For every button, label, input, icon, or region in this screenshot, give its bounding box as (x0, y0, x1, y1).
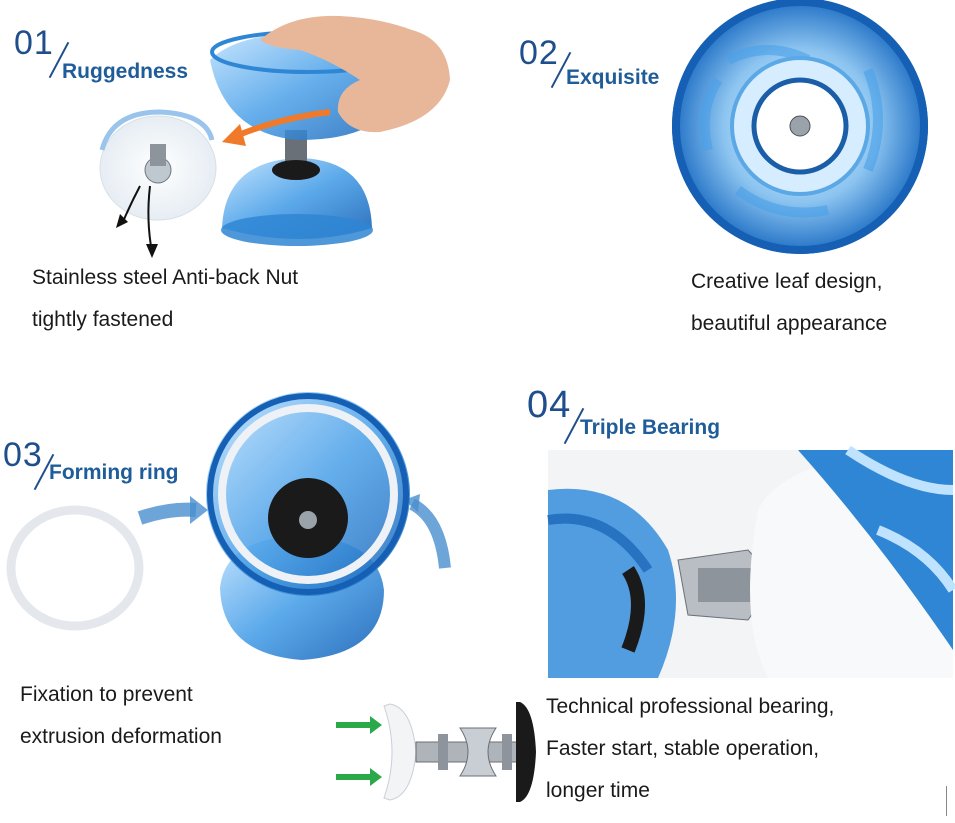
section-1-text: Stainless steel Anti-back Nut tightly fa… (32, 257, 298, 341)
section-4-line-2: Faster start, stable operation, (546, 737, 820, 760)
edge-divider (946, 786, 947, 816)
ruggedness-diabolo-illustration (99, 15, 450, 258)
section-1-number: 01 (14, 24, 54, 62)
section-3-number: 03 (3, 436, 43, 474)
section-3-line-2: extrusion deformation (20, 725, 222, 748)
section-4-line-3: longer time (546, 779, 650, 802)
section-4-line-1: Technical professional bearing, (546, 695, 835, 718)
section-3-line-1: Fixation to prevent (20, 683, 193, 706)
triple-bearing-closeup (547, 445, 955, 678)
section-2-number: 02 (519, 34, 559, 72)
section-2-line-1: Creative leaf design, (691, 270, 883, 293)
section-3-text: Fixation to prevent extrusion deformatio… (20, 674, 222, 758)
forming-ring-illustration (6, 392, 451, 660)
section-3-title: Forming ring (49, 461, 179, 484)
section-4-title: Triple Bearing (580, 416, 721, 439)
section-4-number: 04 (527, 384, 572, 426)
section-2-text: Creative leaf design, beautiful appearan… (691, 261, 887, 345)
section-4-text: Technical professional bearing, Faster s… (546, 686, 834, 812)
exquisite-diabolo-top-view (672, 0, 928, 254)
section-2-line-2: beautiful appearance (691, 312, 888, 335)
section-1-line-2: tightly fastened (32, 308, 174, 331)
section-2-title: Exquisite (566, 66, 660, 89)
section-1-line-1: Stainless steel Anti-back Nut (32, 266, 299, 289)
bearing-side-view-illustration (336, 702, 536, 802)
section-1-title: Ruggedness (62, 60, 189, 83)
